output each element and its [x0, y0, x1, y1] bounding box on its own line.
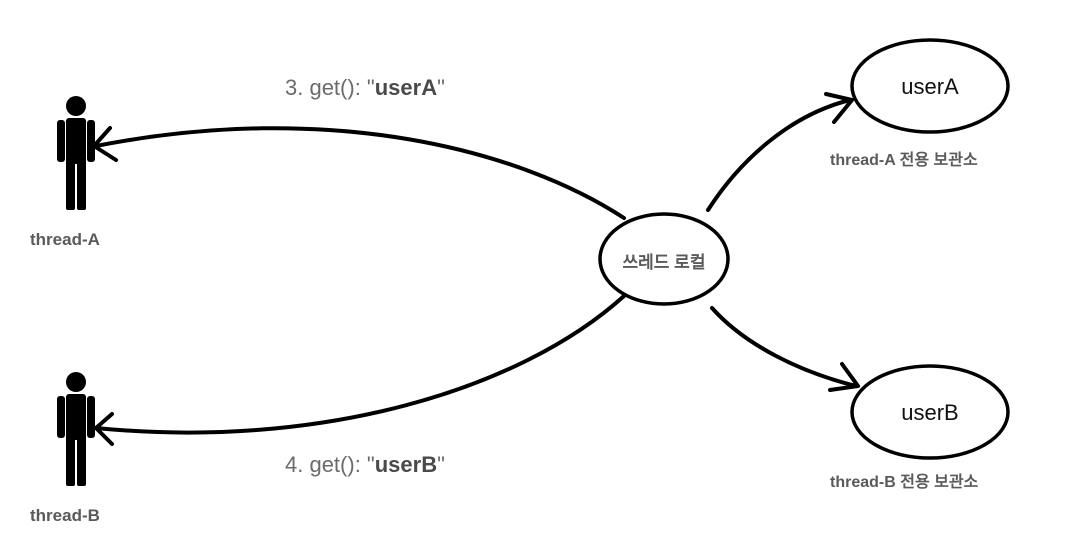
person-icon-thread-a — [57, 96, 95, 210]
arrowhead-thread-b — [94, 412, 114, 446]
call-suffix: " — [437, 452, 445, 477]
arrowhead-user-a — [824, 92, 854, 124]
store-node-user-a — [850, 38, 1010, 134]
store-caption-thread-a: thread-A 전용 보관소 — [830, 152, 978, 169]
call-prefix: 3. get(): " — [285, 75, 375, 100]
actor-label-thread-b: thread-B — [30, 506, 100, 525]
person-icon-thread-b — [57, 372, 95, 486]
thread-local-node — [598, 212, 730, 306]
actor-label-thread-a: thread-A — [30, 230, 100, 249]
arrowhead-user-b — [828, 362, 860, 392]
arrow-to-user-a — [706, 98, 852, 212]
call-label-get-user-a: 3. get(): "userA" — [285, 75, 445, 101]
arrow-to-thread-a — [94, 126, 626, 220]
arrow-to-user-b — [710, 306, 858, 388]
store-value-user-a: userA — [901, 74, 959, 99]
call-label-get-user-b: 4. get(): "userB" — [285, 452, 445, 478]
call-prefix: 4. get(): " — [285, 452, 375, 477]
call-suffix: " — [437, 75, 445, 100]
call-value: userA — [374, 75, 438, 100]
arrowhead-thread-a — [92, 126, 118, 162]
call-value: userB — [374, 452, 438, 477]
store-caption-thread-b: thread-B 전용 보관소 — [830, 474, 979, 491]
arrow-to-thread-b — [94, 294, 626, 435]
thread-local-label: 쓰레드 로컬 — [622, 253, 706, 272]
store-node-user-b — [850, 364, 1010, 460]
store-value-user-b: userB — [901, 400, 959, 425]
